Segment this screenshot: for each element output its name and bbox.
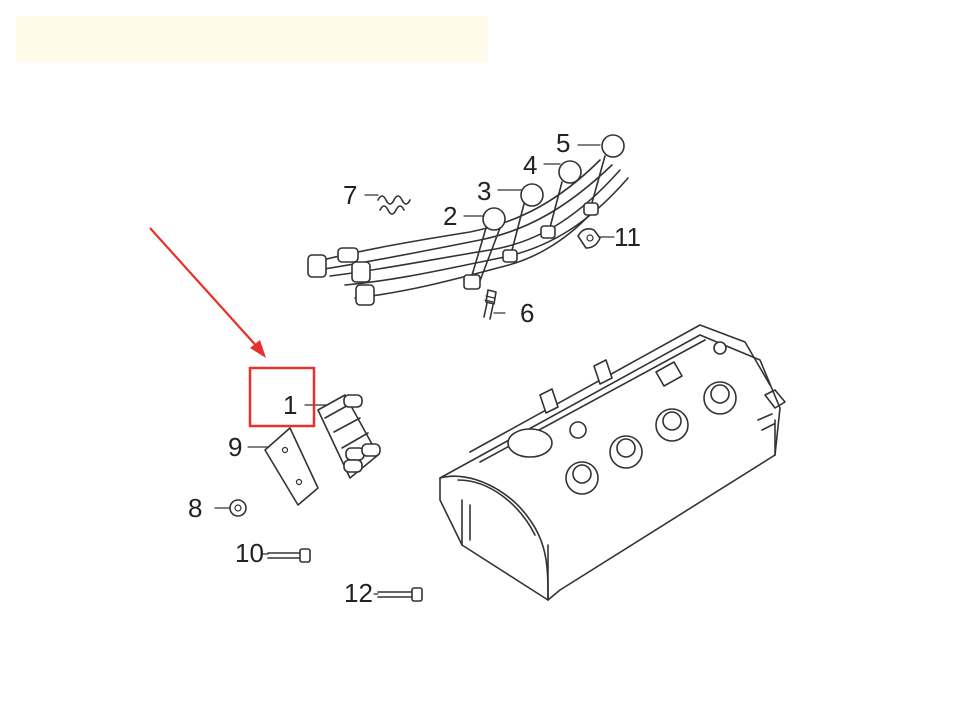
arrow-head-icon (250, 340, 266, 358)
callout-9: 9 (228, 432, 242, 462)
header-banner (16, 16, 488, 62)
callout-11: 11 (614, 222, 641, 252)
spark-plug-part (483, 289, 497, 320)
callout-11-label-12: 12 (344, 578, 373, 608)
spring-clip-part (377, 195, 411, 215)
callout-3: 3 (477, 176, 491, 206)
highlight-annotation (149, 227, 316, 428)
nut-part (229, 499, 247, 517)
ignition-cable-set (307, 134, 629, 306)
bolt-part-10 (267, 548, 311, 563)
ignition-coil-part (317, 394, 381, 479)
highlight-arrow (149, 227, 261, 351)
callout-8: 8 (188, 493, 202, 523)
leader-lines (214, 144, 615, 595)
callout-6: 6 (520, 298, 534, 328)
callout-5: 5 (556, 128, 570, 158)
callout-10: 10 (235, 538, 264, 568)
clamp-part (577, 228, 601, 249)
cylinder-head-cover (439, 324, 786, 601)
bracket-part (264, 427, 319, 506)
callout-4: 4 (523, 150, 537, 180)
bolt-part-12 (377, 587, 423, 602)
callout-1: 1 (283, 390, 297, 420)
callout-7: 7 (343, 180, 357, 210)
callout-2: 2 (443, 201, 457, 231)
highlight-box (248, 366, 316, 428)
